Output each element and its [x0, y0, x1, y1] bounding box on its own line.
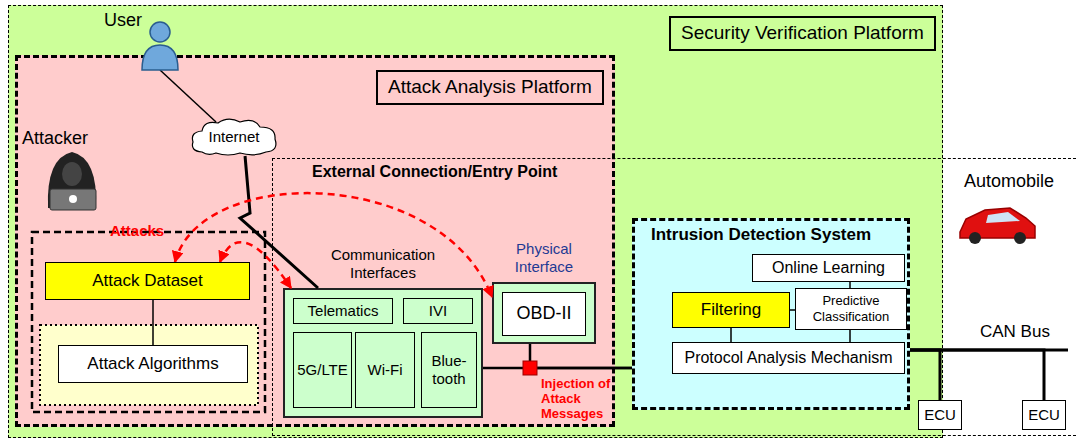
- connector: [849, 282, 851, 288]
- interface-box: 5G/LTE: [293, 332, 352, 408]
- connector: [849, 330, 851, 342]
- cloud-node: Internet: [188, 116, 280, 158]
- connector: [152, 300, 154, 345]
- interface-group: Physical InterfaceOBD-II: [492, 282, 596, 344]
- region-title: Communication Interfaces: [300, 246, 466, 282]
- box-label: OBD-II: [516, 303, 571, 325]
- process-box: Protocol Analysis Mechanism: [672, 342, 905, 374]
- interface-box: Telematics: [293, 298, 393, 324]
- connector: [175, 193, 492, 297]
- region-title: Attack Analysis Platform: [376, 70, 604, 105]
- interface-box: Blue-tooth: [421, 332, 477, 408]
- interface-group: Communication InterfacesTelematicsIVI5G/…: [283, 288, 483, 418]
- process-box: Predictive Classification: [795, 288, 907, 330]
- user-link: [160, 70, 216, 122]
- box-label: Wi-Fi: [368, 361, 403, 379]
- system-region: Intrusion Detection SystemOnline Learnin…: [632, 218, 910, 410]
- box-label: Telematics: [308, 302, 379, 320]
- attacker-icon: [48, 152, 96, 210]
- process-box: Filtering: [672, 292, 790, 328]
- ecu-box: ECU: [1022, 400, 1066, 430]
- box-label: Attack Algorithms: [87, 354, 218, 374]
- algorithm-group-box: [40, 325, 258, 405]
- region-title: Security Verification Platform: [669, 16, 936, 51]
- region-title: Physical Interface: [492, 240, 596, 276]
- user-icon: [142, 22, 178, 70]
- text-label: Attacker: [22, 128, 88, 149]
- text-label: User: [104, 10, 142, 31]
- ecu-box: ECU: [918, 400, 962, 430]
- process-box: Attack Algorithms: [58, 345, 248, 383]
- box-label: Protocol Analysis Mechanism: [684, 348, 892, 367]
- box-label: ECU: [924, 406, 956, 424]
- text-label: Injection of Attack Messages: [541, 377, 617, 422]
- box-label: Online Learning: [772, 258, 885, 277]
- connector: [220, 242, 291, 288]
- text-label: CAN Bus: [980, 322, 1050, 342]
- text-label: Attacks: [110, 222, 164, 239]
- attack-group-box: [32, 232, 265, 412]
- car-icon: [960, 208, 1035, 244]
- connector: [530, 344, 632, 368]
- connector: [790, 309, 795, 311]
- interface-box: Wi-Fi: [355, 332, 415, 408]
- port-box: OBD-II: [502, 292, 586, 336]
- box-label: 5G/LTE: [297, 361, 348, 379]
- box-label: Internet: [209, 128, 260, 146]
- box-label: ECU: [1028, 406, 1060, 424]
- connector: [910, 350, 940, 400]
- process-box: Attack Dataset: [45, 262, 250, 300]
- injection-marker: [523, 361, 537, 375]
- text-label: External Connection/Entry Point: [312, 163, 557, 181]
- connector: [240, 156, 318, 288]
- connector: [730, 328, 732, 342]
- box-label: IVI: [429, 302, 447, 320]
- box-label: Predictive Classification: [798, 293, 904, 324]
- process-box: Online Learning: [752, 254, 905, 282]
- connector: [910, 350, 1044, 400]
- interface-box: IVI: [403, 298, 473, 324]
- region-title: Automobile: [964, 171, 1054, 193]
- box-label: Attack Dataset: [92, 271, 203, 291]
- region-title: Intrusion Detection System: [651, 225, 871, 245]
- box-label: Filtering: [701, 300, 761, 320]
- box-label: Blue-tooth: [424, 352, 474, 388]
